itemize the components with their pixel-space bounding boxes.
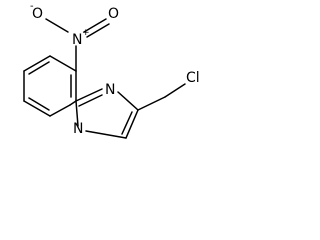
bridgehead-nitrogen-label: N — [73, 121, 83, 137]
nitro-group — [45, 18, 110, 72]
bond-c4-n4 — [49, 104, 71, 117]
bond-n1-c2 — [117, 91, 139, 111]
bond-nitro-n-o-single — [45, 18, 69, 33]
bond-c3-n4 — [85, 130, 127, 139]
nitro-oxygen-double-label: O — [108, 6, 119, 22]
nitro-oxygen-single-label: O — [32, 6, 43, 22]
pyridine-ring — [23, 55, 77, 117]
nitro-nitrogen-charge: + — [82, 28, 90, 38]
bond-c8a-n1-double — [78, 94, 103, 107]
bond-c2-c3 — [125, 109, 139, 139]
bond-c8a-n1 — [75, 88, 103, 102]
chloromethyl-group — [137, 83, 186, 111]
bond-nitro-n-o-double-2 — [86, 23, 110, 38]
bond-c7-c6 — [23, 55, 51, 72]
bond-nitro-n-o-double — [83, 18, 107, 33]
chlorine-label: Cl — [186, 70, 200, 86]
nitro-nitrogen-label: N — [72, 32, 82, 48]
structure-canvas: N + O - O N N Cl — [0, 0, 214, 154]
bond-c2-c3-inner — [121, 111, 133, 135]
bond-c5-c4 — [23, 100, 51, 117]
molecule-diagram: N + O - O N N Cl — [23, 1, 200, 139]
bond-n4-c8a-lower — [75, 100, 79, 127]
bond-c2-ch2 — [137, 96, 166, 111]
imidazole-ring — [75, 88, 139, 139]
bond-c5-c4-inner — [28, 97, 50, 111]
bond-ch2-cl — [164, 83, 186, 98]
bond-c7-c6-inner — [28, 61, 50, 75]
imidazole-nitrogen-label: N — [105, 82, 115, 98]
bond-n4-c8a — [69, 100, 77, 106]
nitro-oxygen-single-charge: - — [30, 1, 34, 12]
bond-c8-c7 — [49, 55, 77, 72]
